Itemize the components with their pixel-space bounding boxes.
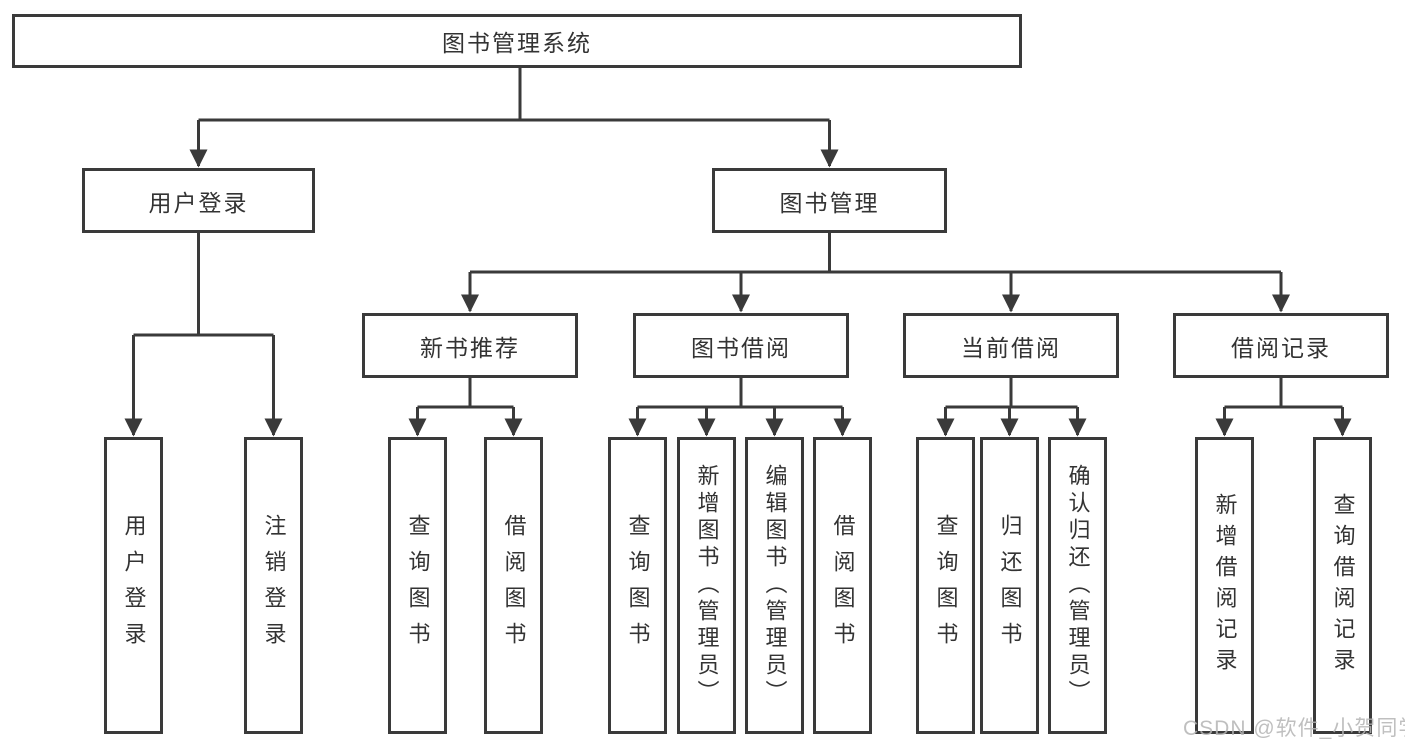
leaf-records-add: 新增借阅记录 <box>1195 437 1254 734</box>
leaf-cur-return-books: 归还图书 <box>980 437 1039 734</box>
leaf-borrow-query-books: 查询图书 <box>608 437 667 734</box>
node-new-book-rec: 新书推荐 <box>362 313 578 378</box>
leaf-borrow-add-books: 新增图书（管理员） <box>677 437 736 734</box>
node-new-book-rec-label: 新书推荐 <box>420 334 520 361</box>
leaf-rec-query-books: 查询图书 <box>388 437 447 734</box>
node-root: 图书管理系统 <box>12 14 1022 68</box>
node-current-borrow-label: 当前借阅 <box>961 334 1061 361</box>
leaf-records-query-label: 查询借阅记录 <box>1330 492 1356 679</box>
leaf-logout: 注销登录 <box>244 437 303 734</box>
leaf-rec-query-books-label: 查询图书 <box>405 513 431 658</box>
connector-rec-split <box>417 378 514 409</box>
leaf-records-add-label: 新增借阅记录 <box>1212 492 1238 679</box>
connector-root-split <box>198 66 830 122</box>
node-book-borrow: 图书借阅 <box>633 313 849 378</box>
leaf-borrow-edit-books: 编辑图书（管理员） <box>745 437 804 734</box>
leaf-rec-borrow-books: 借阅图书 <box>484 437 543 734</box>
watermark: CSDN @软件_小贺同学 <box>1183 717 1405 740</box>
leaf-borrow-edit-books-label: 编辑图书（管理员） <box>762 464 788 707</box>
node-book-mgmt-label: 图书管理 <box>779 189 880 216</box>
leaf-user-login-label: 用户登录 <box>121 513 147 658</box>
leaf-cur-confirm-return: 确认归还（管理员） <box>1048 437 1107 734</box>
node-borrow-records-label: 借阅记录 <box>1231 334 1331 361</box>
leaf-rec-borrow-books-label: 借阅图书 <box>501 513 527 658</box>
leaf-cur-return-books-label: 归还图书 <box>997 513 1023 658</box>
node-borrow-records: 借阅记录 <box>1173 313 1389 378</box>
node-current-borrow: 当前借阅 <box>903 313 1119 378</box>
leaf-borrow-do-books: 借阅图书 <box>813 437 872 734</box>
leaf-cur-query-books-label: 查询图书 <box>933 513 959 658</box>
connector-records-split <box>1224 378 1343 409</box>
connector-current-split <box>945 378 1078 409</box>
leaf-user-login: 用户登录 <box>104 437 163 734</box>
leaf-logout-label: 注销登录 <box>261 513 287 658</box>
leaf-records-query: 查询借阅记录 <box>1313 437 1372 734</box>
connector-mgmt-split <box>470 233 1281 274</box>
node-book-mgmt: 图书管理 <box>712 168 947 233</box>
leaf-cur-query-books: 查询图书 <box>916 437 975 734</box>
leaf-borrow-query-books-label: 查询图书 <box>625 513 651 658</box>
connector-borrow-split <box>637 378 843 409</box>
node-root-label: 图书管理系统 <box>442 30 592 56</box>
leaf-cur-confirm-return-label: 确认归还（管理员） <box>1065 464 1091 707</box>
node-user-login-label: 用户登录 <box>148 189 249 216</box>
node-book-borrow-label: 图书借阅 <box>691 334 791 361</box>
connector-login-split <box>133 233 274 337</box>
node-user-login: 用户登录 <box>82 168 315 233</box>
leaf-borrow-add-books-label: 新增图书（管理员） <box>694 464 720 707</box>
leaf-borrow-do-books-label: 借阅图书 <box>830 513 856 658</box>
